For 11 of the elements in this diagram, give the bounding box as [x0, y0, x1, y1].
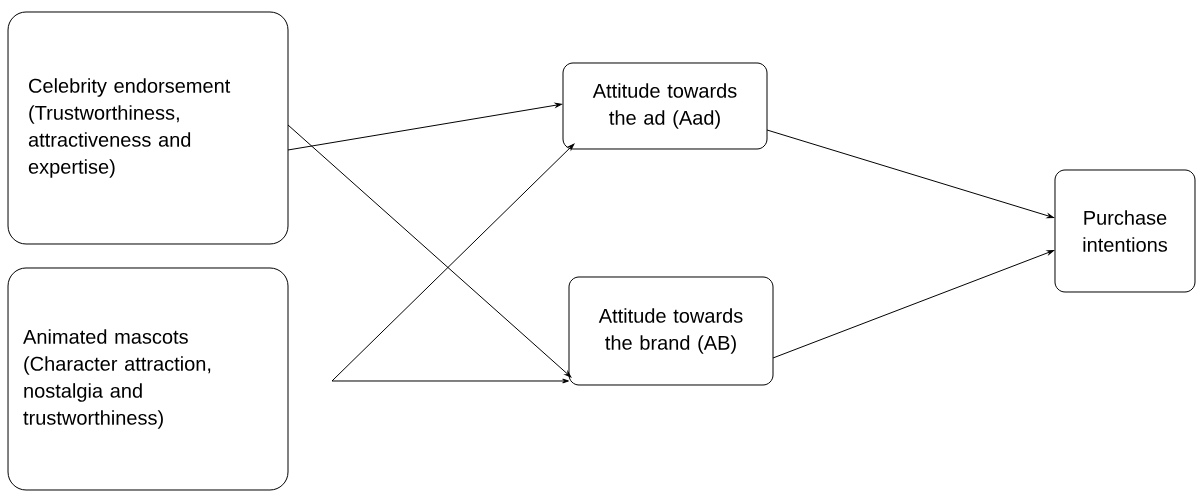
process-box: Animated mascots (Character attraction, nostalgia and trustworthiness): [7, 267, 289, 491]
process-box: Attitude towards the brand (AB): [568, 276, 774, 386]
process-box: Celebrity endorsement (Trustworthiness, attractiveness and expertise): [7, 11, 289, 245]
arrow: [766, 129, 1054, 219]
process-box: Attitude towards the ad (Aad): [562, 62, 768, 150]
arrow: [287, 124, 572, 378]
arrow: [331, 378, 569, 384]
process-box: Purchase intentions: [1054, 169, 1196, 293]
arrow: [772, 250, 1054, 359]
arrow: [287, 102, 562, 151]
arrow: [331, 143, 575, 382]
